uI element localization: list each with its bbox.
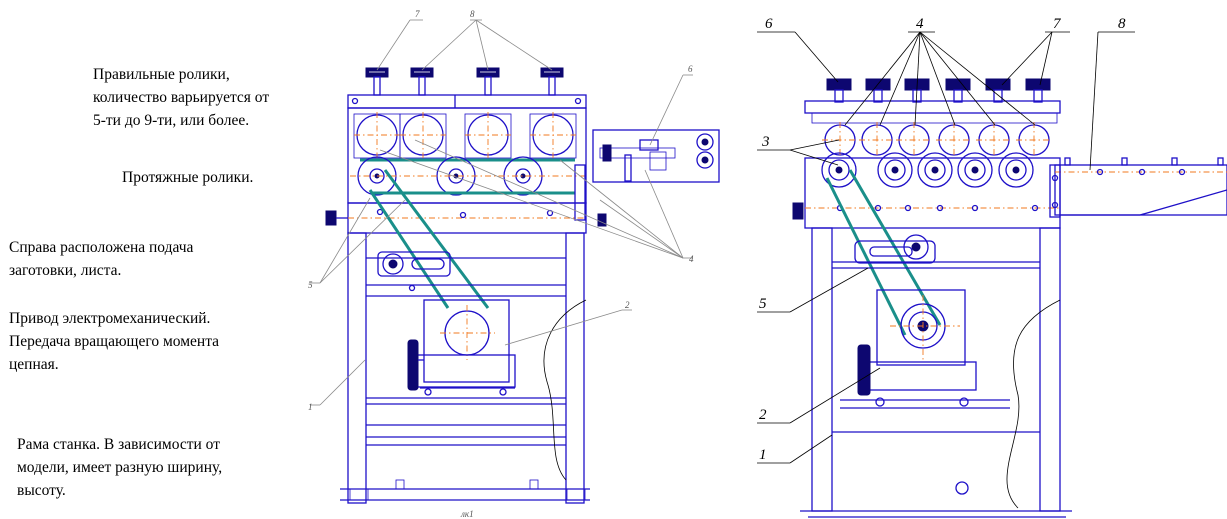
- left-gear-motor: [407, 299, 516, 396]
- left-drive-chain: [368, 169, 490, 309]
- left-adjusting-screws: [365, 67, 564, 96]
- left-frame: [340, 232, 590, 504]
- left-feed-unit: [574, 129, 720, 221]
- left-sheet-label: лк1: [460, 509, 474, 519]
- right-callout-1: 1: [759, 447, 767, 463]
- note-frame: Рама станка. В зависимости от модели, им…: [17, 436, 223, 499]
- right-feed-rollers: [821, 152, 1034, 188]
- right-callout-2: 2: [759, 407, 767, 423]
- left-top-beam: [347, 94, 587, 109]
- left-chain-tensioner: [377, 251, 451, 292]
- right-top-beam: [804, 100, 1061, 114]
- left-feed-rollers: [350, 156, 585, 196]
- left-straightening-rollers: [353, 112, 577, 159]
- left-callout-5: 5: [308, 280, 313, 290]
- right-callout-5: 5: [759, 296, 767, 312]
- right-callout-7: 7: [1053, 16, 1062, 32]
- left-machine-drawing: 7 8 6 4 5 2 1 лк1: [308, 9, 720, 519]
- note-straightening-rollers: Правильные ролики, количество варьируетс…: [93, 66, 270, 129]
- left-callout-4: 4: [689, 254, 694, 264]
- right-feed-table: [1049, 157, 1227, 218]
- left-callout-6: 6: [688, 64, 693, 74]
- left-roller-housing: [347, 107, 587, 204]
- right-callout-8: 8: [1118, 16, 1126, 32]
- right-break-line: [1006, 299, 1061, 509]
- right-gear-motor: [857, 289, 977, 407]
- right-callout-labels: 6 4 7 8 3 5 2 1: [759, 16, 1126, 463]
- right-adjusting-screws: [826, 78, 1051, 103]
- left-callout-labels: 7 8 6 4 5 2 1 лк1: [308, 9, 694, 519]
- right-straightening-rollers: [822, 122, 1052, 158]
- right-machine-drawing: 6 4 7 8 3 5 2 1: [757, 16, 1227, 518]
- right-callout-4: 4: [916, 16, 924, 32]
- left-callout-8: 8: [470, 9, 475, 19]
- left-callout-2: 2: [625, 300, 630, 310]
- left-leaders: [310, 19, 693, 406]
- left-break-line: [543, 299, 587, 481]
- left-callout-7: 7: [415, 9, 420, 19]
- right-leaders: [757, 31, 1135, 464]
- right-callout-3: 3: [761, 134, 770, 150]
- note-feed-right: Справа расположена подача заготовки, лис…: [9, 239, 194, 279]
- right-callout-6: 6: [765, 16, 773, 32]
- right-frame: [800, 227, 1072, 518]
- note-feed-rollers: Протяжные ролики.: [122, 169, 254, 186]
- right-chain-tensioner: [854, 234, 936, 264]
- note-drive: Привод электромеханический. Передача вра…: [9, 310, 220, 373]
- left-callout-1: 1: [308, 402, 313, 412]
